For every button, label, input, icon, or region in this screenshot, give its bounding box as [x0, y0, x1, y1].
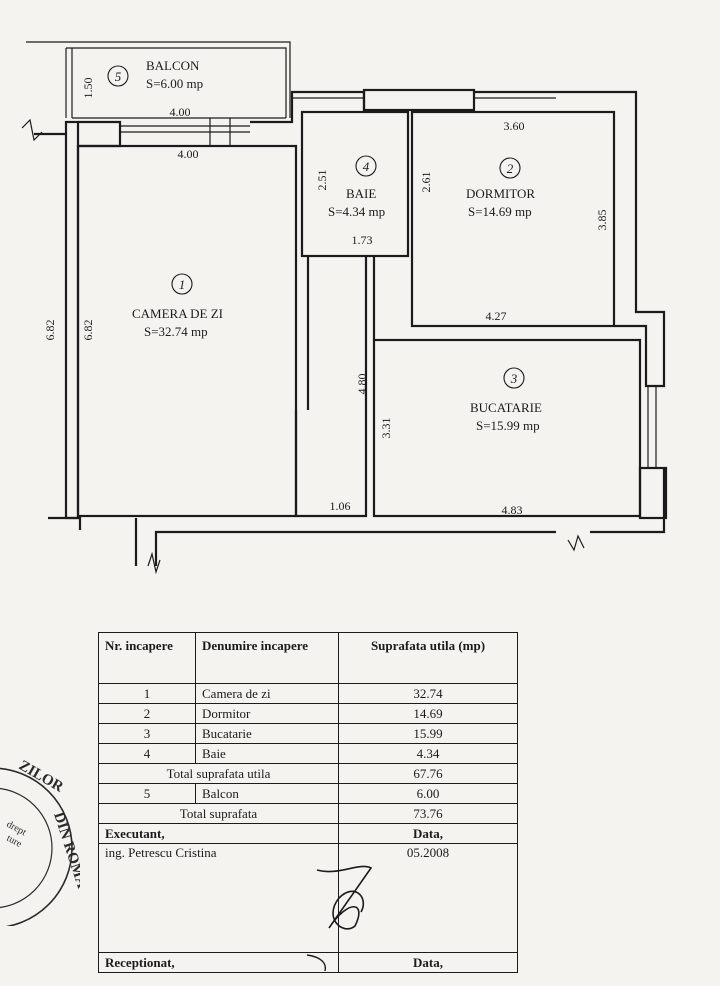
signature-2 [306, 954, 327, 972]
room-area-bucatarie: S=15.99 mp [476, 418, 540, 433]
room-name-camera-de-zi: CAMERA DE ZI [132, 306, 223, 321]
col-header-area: Suprafata utila (mp) [338, 632, 518, 684]
room-number-3: 3 [510, 371, 518, 386]
room-dormitor: 2 DORMITOR S=14.69 mp [466, 157, 535, 219]
cell-name: Dormitor [195, 703, 339, 724]
dim-living-height-inner: 6.82 [81, 320, 95, 341]
total-util-row: Total suprafata utila 67.76 [98, 763, 518, 784]
room-name-baie: BAIE [346, 186, 376, 201]
dim-bedroom-width: 3.60 [504, 119, 525, 133]
svg-text:ZILOR: ZILOR [16, 758, 66, 796]
dim-bedroom-bottom: 4.27 [486, 309, 507, 323]
col-header-nr: Nr. incapere [98, 632, 196, 684]
col-header-name: Denumire incapere [195, 632, 339, 684]
room-area-balcon: S=6.00 mp [146, 76, 203, 91]
cell-nr: 5 [98, 783, 196, 804]
balcony-outline [26, 41, 291, 119]
room-balcon: 5 BALCON S=6.00 mp [107, 58, 203, 91]
cell-area: 15.99 [338, 723, 518, 744]
table-row: 3 Bucatarie 15.99 [98, 723, 518, 744]
executant-date: 05.2008 [338, 843, 518, 953]
cell-name: Baie [195, 743, 339, 764]
dim-hall-width: 1.06 [330, 499, 351, 513]
svg-text:DIN ROMA: DIN ROMA [50, 810, 80, 890]
cell-name: Camera de zi [195, 683, 339, 704]
room-number-4: 4 [363, 159, 370, 174]
total-label: Total suprafata [98, 803, 339, 824]
round-stamp: ZILOR DIN ROMA drept ture [0, 758, 80, 926]
cell-nr: 4 [98, 743, 196, 764]
room-number-5: 5 [115, 69, 122, 84]
dim-living-width: 4.00 [178, 147, 199, 161]
dim-hall-height: 4.80 [355, 374, 369, 395]
area-table: Nr. incapere Denumire incapere Suprafata… [98, 632, 518, 973]
executant-header-row: Executant, Data, [98, 823, 518, 844]
table-row: 5 Balcon 6.00 [98, 783, 518, 804]
dim-living-height-outer: 6.82 [43, 320, 57, 341]
room-bucatarie: 3 BUCATARIE S=15.99 mp [470, 367, 542, 433]
dim-balcon-width: 4.00 [170, 105, 191, 119]
cell-area: 6.00 [338, 783, 518, 804]
signature [316, 865, 373, 930]
room-name-balcon: BALCON [146, 58, 200, 73]
table-row: 4 Baie 4.34 [98, 743, 518, 764]
dim-balcon-depth: 1.50 [81, 78, 95, 99]
receptionat-label: Receptionat, [105, 954, 175, 970]
cell-nr: 3 [98, 723, 196, 744]
dim-kitchen-height: 3.31 [379, 418, 393, 439]
floor-plan: 5 BALCON S=6.00 mp 4 BAIE S=4.34 mp 2 DO… [21, 41, 668, 575]
interior-walls [76, 110, 642, 518]
total-value: 73.76 [338, 803, 518, 824]
receptionat-row: Receptionat, Data, [98, 952, 518, 973]
executant-name: ing. Petrescu Cristina [105, 845, 217, 860]
cell-area: 32.74 [338, 683, 518, 704]
cell-nr: 1 [98, 683, 196, 704]
total-util-value: 67.76 [338, 763, 518, 784]
total-util-label: Total suprafata utila [98, 763, 339, 784]
cell-nr: 2 [98, 703, 196, 724]
room-name-dormitor: DORMITOR [466, 186, 535, 201]
table-row: 2 Dormitor 14.69 [98, 703, 518, 724]
exterior-walls [34, 90, 666, 566]
room-name-bucatarie: BUCATARIE [470, 400, 542, 415]
data-label: Data, [338, 823, 518, 844]
cell-name: Balcon [195, 783, 339, 804]
dim-bedroom-height: 3.85 [595, 210, 609, 231]
cell-name: Bucatarie [195, 723, 339, 744]
room-baie: 4 BAIE S=4.34 mp [328, 155, 385, 219]
total-row: Total suprafata 73.76 [98, 803, 518, 824]
dim-bath-width: 1.73 [352, 233, 373, 247]
executant-row: ing. Petrescu Cristina 05.2008 [98, 843, 518, 953]
window-marks [120, 88, 668, 520]
dim-bedroom-left-height: 2.61 [419, 172, 433, 193]
dimension-labels: 1.50 4.00 4.00 6.82 6.82 2.51 1.73 2.61 … [43, 78, 609, 518]
table-row: 1 Camera de zi 32.74 [98, 683, 518, 704]
room-number-2: 2 [507, 161, 514, 176]
executant-label: Executant, [98, 823, 339, 844]
data-label-2: Data, [338, 952, 518, 973]
room-area-baie: S=4.34 mp [328, 204, 385, 219]
room-number-1: 1 [179, 277, 186, 292]
break-marks [21, 118, 585, 575]
dim-bath-height: 2.51 [315, 170, 329, 191]
cell-area: 4.34 [338, 743, 518, 764]
room-area-camera-de-zi: S=32.74 mp [144, 324, 208, 339]
dim-kitchen-width: 4.83 [502, 503, 523, 517]
room-camera-de-zi: 1 CAMERA DE ZI S=32.74 mp [132, 273, 223, 339]
cell-area: 14.69 [338, 703, 518, 724]
table-header-row: Nr. incapere Denumire incapere Suprafata… [98, 632, 518, 684]
room-area-dormitor: S=14.69 mp [468, 204, 532, 219]
